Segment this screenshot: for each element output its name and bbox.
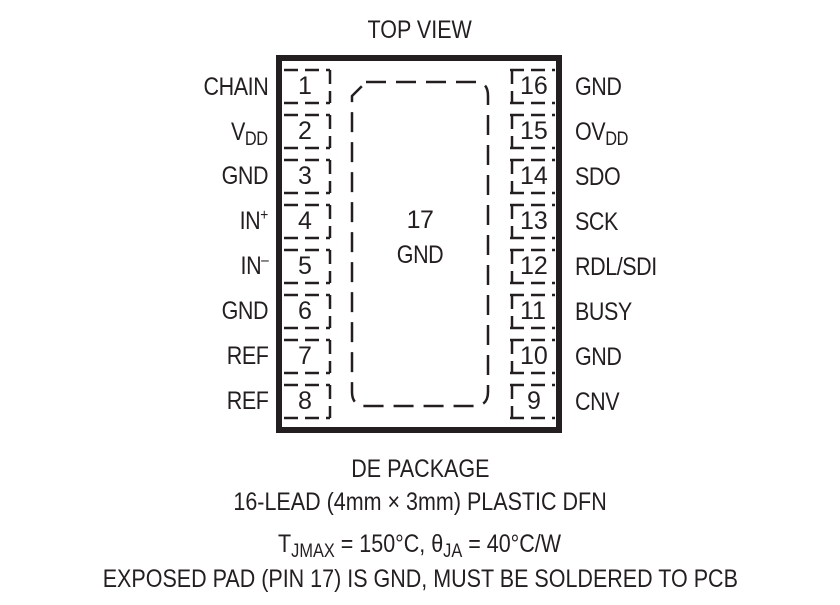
pin-label-10: GND [575,343,622,371]
pin-label-12: RDL/SDI [575,253,657,281]
right-pad-outlines [510,68,555,420]
pin-7: 7 [298,342,312,370]
exposed-pad-outline [350,80,490,408]
pin-label-3: GND [221,162,269,190]
pin-1: 1 [298,72,312,100]
left-pin-labels: CHAIN VDD GND IN+ IN– GND REF REF [0,0,268,605]
pin-2: 2 [298,117,312,145]
pin-8: 8 [298,387,312,415]
pin-10: 10 [520,342,548,370]
pin-label-7: REF [226,342,268,370]
pin-3: 3 [298,162,312,190]
pin-label-13: SCK [575,208,618,236]
pin-13: 13 [520,207,548,235]
pin-12: 12 [520,252,548,280]
pin-11: 11 [520,297,546,325]
title-text: TOP VIEW [367,16,473,44]
package-name: DE PACKAGE [350,455,490,483]
pin-label-6: GND [221,297,269,325]
pin-4: 4 [298,207,312,235]
left-pad-outlines [284,68,332,420]
pin-label-1: CHAIN [203,73,268,101]
pin-9: 9 [527,387,541,415]
pin-label-11: BUSY [575,298,632,326]
pin-6: 6 [298,297,312,325]
package-description: 16-LEAD (4mm × 3mm) PLASTIC DFN [233,488,607,516]
pin-label-5: IN– [240,252,268,280]
exposed-pad-number: 17 [406,206,434,234]
pin-label-4: IN+ [239,207,269,235]
pin-label-16: GND [575,73,622,101]
pin-5: 5 [298,252,312,280]
exposed-pad-name: GND [396,241,444,269]
pin-label-2: VDD [231,118,268,150]
diagram-title: TOP VIEW [0,16,840,45]
thermal-specs: TJMAX = 150°C, θJA = 40°C/W [278,530,562,562]
pin-label-14: SDO [575,163,621,191]
package-outline [276,55,562,433]
pin-15: 15 [520,117,548,145]
pin-label-8: REF [226,387,268,415]
pin-16: 16 [520,72,548,100]
pin-label-9: CNV [575,388,620,416]
exposed-pad-note: EXPOSED PAD (PIN 17) IS GND, MUST BE SOL… [102,565,738,593]
pin-14: 14 [520,162,548,190]
pin-label-15: OVDD [575,118,628,150]
